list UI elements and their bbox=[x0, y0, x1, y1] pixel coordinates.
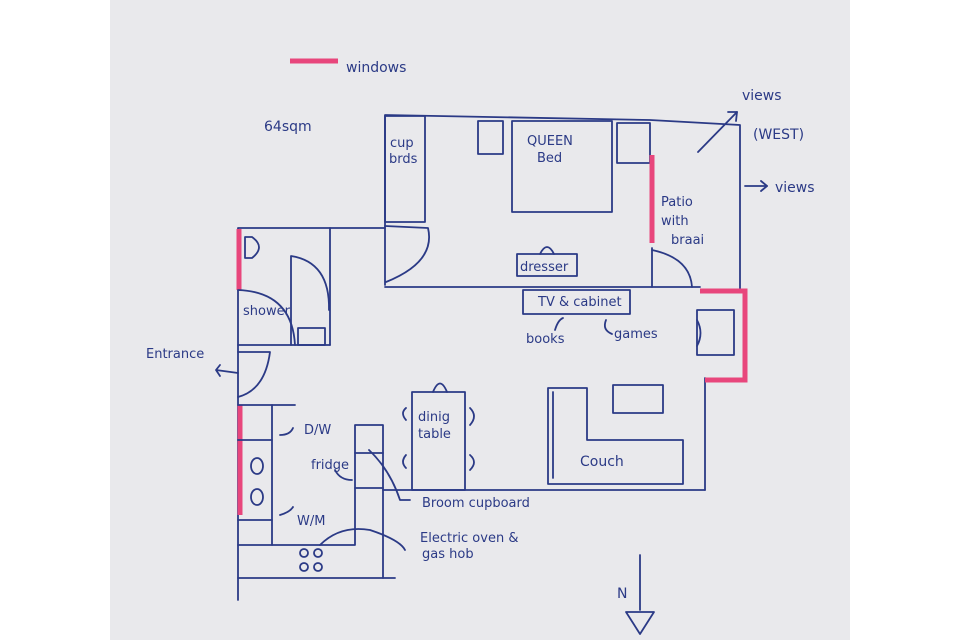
broom-arrow bbox=[368, 449, 411, 501]
entrance-door[interactable] bbox=[237, 351, 271, 398]
queen-bed bbox=[511, 120, 613, 213]
legend-label: windows bbox=[346, 60, 406, 76]
cupboards bbox=[384, 115, 426, 223]
dresser-stool bbox=[539, 246, 555, 255]
sink-icon bbox=[250, 457, 264, 475]
wm-arrow bbox=[279, 506, 294, 516]
armchair bbox=[696, 309, 735, 356]
coffee-table bbox=[612, 384, 664, 414]
views-arrow bbox=[697, 111, 738, 153]
shower-label: shower bbox=[243, 304, 291, 319]
books-arrow bbox=[554, 317, 564, 331]
north-arrow-icon: N bbox=[617, 554, 655, 635]
patio-door bbox=[651, 249, 693, 288]
living-area: dinig table TV & cabinet books games Cou… bbox=[382, 288, 748, 491]
tv-cabinet bbox=[522, 289, 631, 315]
cupboards-label: brds bbox=[389, 152, 418, 167]
wm-label: W/M bbox=[297, 514, 325, 529]
dining-label: dinig bbox=[418, 410, 450, 425]
entrance-label: Entrance bbox=[146, 347, 204, 362]
bedroom: cup brds QUEEN Bed dresser bbox=[384, 114, 741, 291]
bathroom-door bbox=[290, 255, 330, 346]
oven-arrow bbox=[319, 528, 406, 551]
dining-label: table bbox=[418, 427, 451, 442]
toilet bbox=[244, 236, 260, 259]
fridge-arrow bbox=[334, 469, 353, 481]
kitchen-wall bbox=[237, 424, 384, 579]
bedroom-door bbox=[384, 225, 430, 283]
area-label: 64sqm bbox=[264, 119, 312, 135]
cupboards-label: cup bbox=[390, 136, 414, 151]
west-label: (WEST) bbox=[753, 127, 804, 143]
dining-table bbox=[411, 391, 466, 491]
armchair bbox=[696, 319, 702, 347]
tv-label: TV & cabinet bbox=[537, 295, 622, 310]
north-label: N bbox=[617, 586, 627, 602]
sink-icon bbox=[250, 488, 264, 506]
couch bbox=[547, 387, 684, 485]
kitchen: D/W W/M fridge Electric oven & gas hob B… bbox=[237, 404, 530, 579]
shower-screen bbox=[237, 289, 296, 346]
entrance-arrow bbox=[215, 364, 239, 377]
window bbox=[700, 288, 748, 383]
dw-label: D/W bbox=[304, 423, 331, 438]
books-label: books bbox=[526, 332, 565, 347]
arrowhead bbox=[727, 111, 738, 122]
oven-label: Electric oven & bbox=[420, 531, 518, 546]
fridge-label: fridge bbox=[311, 458, 349, 473]
couch-label: Couch bbox=[580, 454, 624, 470]
views-label: views bbox=[742, 88, 782, 104]
dw-arrow bbox=[279, 427, 294, 436]
games-label: games bbox=[614, 327, 658, 342]
basin bbox=[297, 327, 326, 346]
patio-label: with bbox=[661, 214, 689, 229]
nightstand-left bbox=[477, 120, 504, 155]
bed-label: QUEEN bbox=[527, 134, 573, 149]
games-arrow bbox=[603, 319, 613, 335]
nightstand-right bbox=[616, 122, 651, 164]
broom-cupboard-label: Broom cupboard bbox=[422, 496, 530, 511]
gas-hob bbox=[299, 548, 323, 572]
oven-label: gas hob bbox=[422, 547, 474, 562]
patio-label: Patio bbox=[661, 195, 693, 210]
views-label: views bbox=[775, 180, 815, 196]
bed-label: Bed bbox=[537, 151, 562, 166]
dresser-label: dresser bbox=[520, 260, 569, 275]
chairs bbox=[402, 407, 475, 471]
patio-label: braai bbox=[671, 233, 704, 248]
dresser bbox=[516, 253, 578, 277]
paper bbox=[110, 0, 850, 640]
chair bbox=[432, 382, 448, 393]
arrowhead bbox=[760, 180, 768, 192]
